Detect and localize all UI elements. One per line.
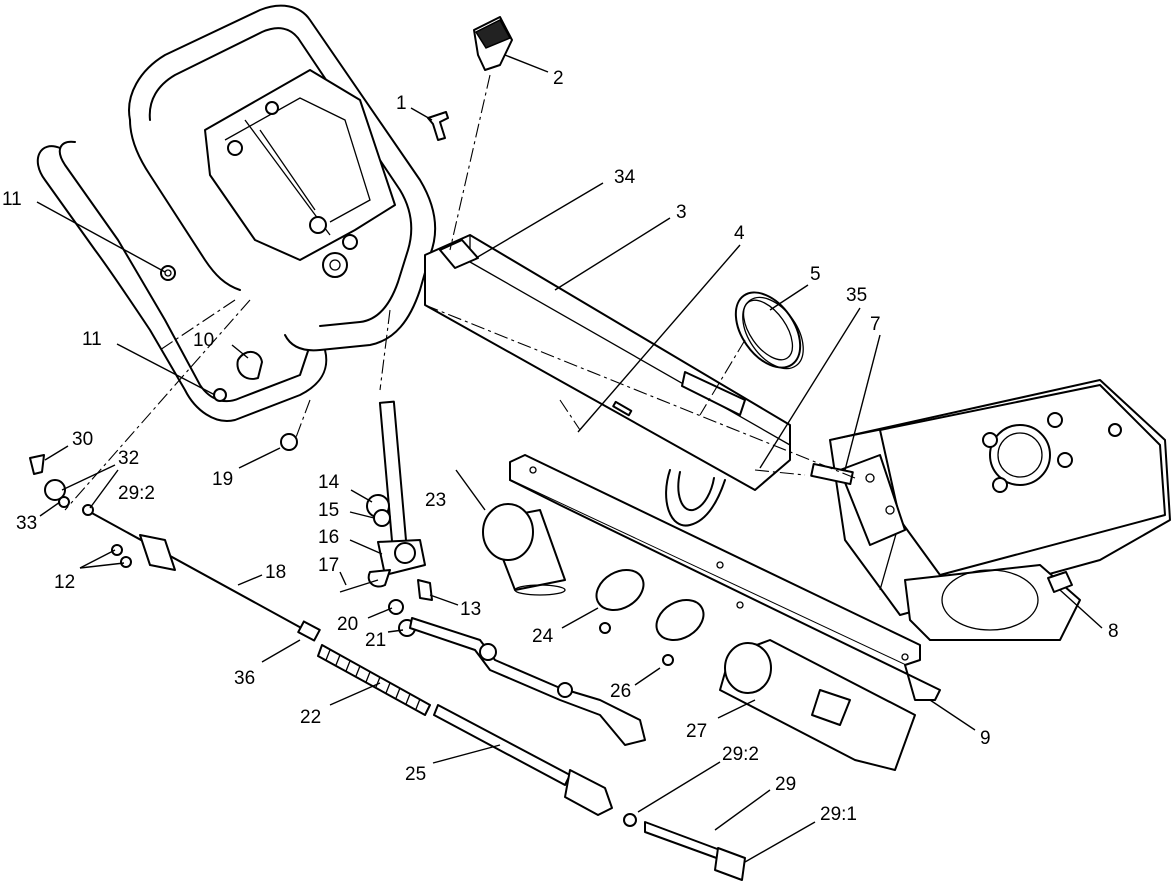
chute-tube xyxy=(719,639,916,771)
handle-frame xyxy=(36,4,437,422)
leader-lines xyxy=(36,54,1103,863)
callout-22: 22 xyxy=(300,707,321,728)
shift-lever xyxy=(280,400,433,637)
callout-15: 15 xyxy=(318,500,339,521)
callout-19: 19 xyxy=(212,469,233,490)
callout-33: 33 xyxy=(16,513,37,534)
callout-29-1: 29:1 xyxy=(820,804,857,825)
callout-24: 24 xyxy=(532,626,554,647)
callout-26: 26 xyxy=(610,681,631,702)
callout-18: 18 xyxy=(265,562,286,583)
callout-7: 7 xyxy=(870,314,881,335)
callout-29-2a: 29:2 xyxy=(118,483,155,504)
callout-27: 27 xyxy=(686,721,707,742)
callout-10: 10 xyxy=(193,330,214,351)
callout-34: 34 xyxy=(614,167,636,188)
callout-2: 2 xyxy=(553,68,564,89)
callout-11b: 11 xyxy=(82,329,102,350)
carriage-bolt xyxy=(427,111,449,141)
callout-11a: 11 xyxy=(2,189,22,210)
cable-bracket xyxy=(509,454,941,701)
cylinder xyxy=(482,503,566,596)
chute-housing xyxy=(810,379,1171,641)
callout-4: 4 xyxy=(734,223,745,244)
callout-29: 29 xyxy=(775,774,796,795)
main-tube xyxy=(424,234,791,527)
callout-32: 32 xyxy=(118,448,139,469)
callout-12: 12 xyxy=(54,572,75,593)
callout-20: 20 xyxy=(337,614,358,635)
callout-9: 9 xyxy=(980,728,991,749)
callout-3: 3 xyxy=(676,202,687,223)
assembly-lines xyxy=(64,299,856,511)
callout-30: 30 xyxy=(72,429,93,450)
callout-36: 36 xyxy=(234,668,255,689)
callout-14: 14 xyxy=(318,472,340,493)
grommet-ring xyxy=(699,291,804,416)
callout-21: 21 xyxy=(365,630,386,651)
callout-25: 25 xyxy=(405,764,426,785)
knob xyxy=(449,16,513,251)
callout-23: 23 xyxy=(425,490,446,511)
callout-labels: 1 2 3 4 5 7 8 9 10 11 11 12 13 14 15 16 … xyxy=(2,68,1119,825)
clamps xyxy=(595,569,705,666)
callout-8: 8 xyxy=(1108,621,1119,642)
callout-17: 17 xyxy=(318,555,339,576)
callout-5: 5 xyxy=(810,264,821,285)
callout-35: 35 xyxy=(846,285,867,306)
callout-16: 16 xyxy=(318,527,339,548)
callout-29-2b: 29:2 xyxy=(722,744,759,765)
cable-assembly xyxy=(29,454,746,881)
callout-1: 1 xyxy=(396,93,407,114)
callout-13: 13 xyxy=(460,599,481,620)
